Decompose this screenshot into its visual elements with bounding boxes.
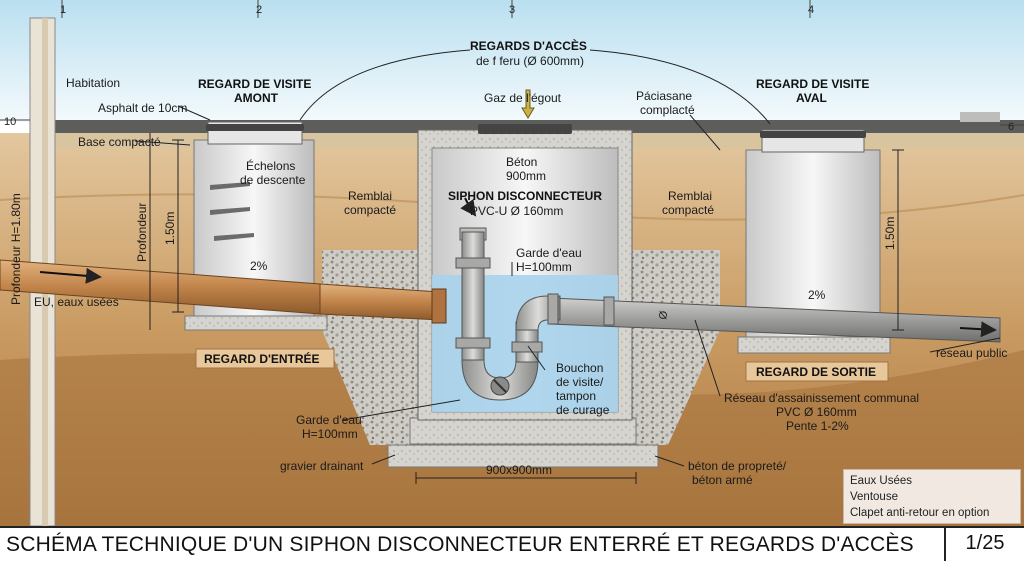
base-label: Base compacté	[78, 135, 161, 149]
reseau-public-label: réseau public	[936, 346, 1007, 360]
siphon-sub-label: PVC-U Ø 160mm	[470, 204, 563, 218]
regard-entree-label: REGARD D'ENTRÉE	[204, 351, 320, 366]
asphalt-label: Asphalt de 10cm	[98, 101, 187, 115]
reseau-communal-label-3: Pente 1-2%	[786, 419, 849, 433]
page-number: 1/25	[944, 528, 1024, 561]
paciasane-label-1: Páciasane	[636, 89, 692, 103]
reseau-communal-label-1: Réseau d'assainissement communal	[724, 391, 919, 405]
regard-amont-label-1: REGARD DE VISITE	[198, 77, 311, 91]
level-right: 6	[1008, 121, 1014, 133]
legend-item-ventouse: Ventouse	[850, 491, 898, 503]
bouchon-label-2: de visite/	[556, 375, 604, 389]
siphon-diagram: 1 2 3 4 10 6	[0, 0, 1024, 527]
siphon-label: SIPHON DISCONNECTEUR	[448, 189, 602, 203]
gravier-label: gravier drainant	[280, 459, 364, 473]
reseau-communal-label-2: PVC Ø 160mm	[776, 405, 857, 419]
remblai-left-label-2: compacté	[344, 203, 396, 217]
paciasane-label-2: complacté	[640, 103, 695, 117]
column-2: 2	[256, 4, 262, 16]
title-bar: SCHÉMA TECHNIQUE D'UN SIPHON DISCONNECTE…	[0, 526, 1024, 561]
regards-acces-label: REGARDS D'ACCÈS	[470, 38, 587, 53]
slope-left-label: 2%	[250, 259, 268, 273]
echelons-label-2: de descente	[240, 173, 306, 187]
column-4: 4	[808, 4, 814, 16]
garde-bottom-label-2: H=100mm	[302, 427, 358, 441]
column-1: 1	[60, 4, 66, 16]
remblai-right-label-1: Remblai	[668, 189, 712, 203]
remblai-left-label-1: Remblai	[348, 189, 392, 203]
depth-left-label: 1.50m	[163, 212, 177, 245]
gaz-label: Gaz de l'égout	[484, 91, 562, 105]
eu-label: EU, eaux usées	[34, 295, 119, 309]
regard-sortie-label: REGARD DE SORTIE	[756, 365, 876, 379]
sky	[0, 0, 1024, 122]
left-hatch	[206, 124, 304, 131]
legend-item-eaux-usees: Eaux Usées	[850, 475, 913, 487]
profondeur-total-label: Profondeur H=1.80m	[9, 193, 23, 305]
garde-top-label-2: H=100mm	[516, 260, 572, 274]
legend-box: Eaux Usées Ventouse Clapet anti-retour e…	[843, 469, 1021, 524]
regards-acces-sub-label: de f feru (Ø 600mm)	[476, 54, 584, 68]
right-hatch	[760, 131, 866, 138]
profondeur-label: Profondeur	[135, 203, 149, 262]
dimension-label: 900x900mm	[486, 463, 552, 477]
regard-entree-box	[195, 348, 335, 369]
level-left: 10	[4, 116, 16, 128]
diameter-label: Ø	[657, 310, 670, 321]
legend-item-clapet: Clapet anti-retour en option	[850, 507, 990, 519]
beton-label-1: Béton	[506, 155, 537, 169]
regard-amont-label-2: AMONT	[234, 91, 279, 105]
beton-label-2: 900mm	[506, 169, 546, 183]
remblai-right-label-2: compacté	[662, 203, 714, 217]
beton-proprete-label-1: béton de propreté/	[688, 459, 787, 473]
garde-top-label-1: Garde d'eau	[516, 246, 582, 260]
garde-bottom-label-1: Garde d'eau	[296, 413, 362, 427]
page-title: SCHÉMA TECHNIQUE D'UN SIPHON DISCONNECTE…	[6, 533, 914, 556]
concrete-slab	[387, 444, 659, 468]
regard-aval-label-2: AVAL	[796, 91, 827, 105]
regard-sortie-box	[745, 361, 889, 382]
depth-right-label: 1.50m	[883, 217, 897, 250]
bouchon-label-1: Bouchon	[556, 361, 603, 375]
habitation-label: Habitation	[66, 76, 120, 90]
echelons-label-1: Échelons	[246, 158, 295, 173]
slope-right-label: 2%	[808, 288, 826, 302]
regard-aval-label-1: REGARD DE VISITE	[756, 77, 869, 91]
beton-proprete-label-2: béton armé	[692, 473, 753, 487]
bouchon-label-3: tampon	[556, 389, 596, 403]
bouchon-label-4: de curage	[556, 403, 610, 417]
central-hatch	[478, 124, 572, 134]
column-3: 3	[509, 4, 515, 16]
